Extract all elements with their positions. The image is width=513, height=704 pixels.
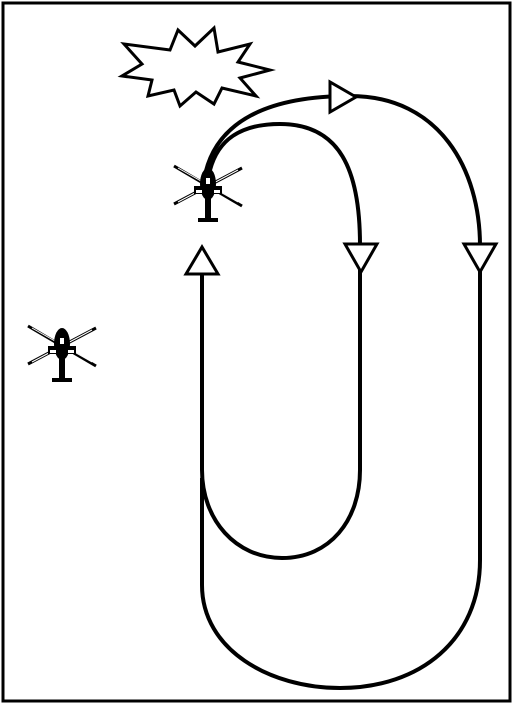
helicopter-icon (27, 324, 97, 382)
outer-flight-path (200, 93, 482, 691)
arrow-down-icon (461, 242, 499, 276)
arrow-up-icon (183, 244, 221, 276)
inner-flight-path (200, 121, 362, 561)
arrow-right-icon (328, 79, 360, 115)
explosion-icon (117, 24, 276, 109)
helicopter-icon (173, 164, 243, 222)
arrow-down-icon (342, 242, 380, 276)
